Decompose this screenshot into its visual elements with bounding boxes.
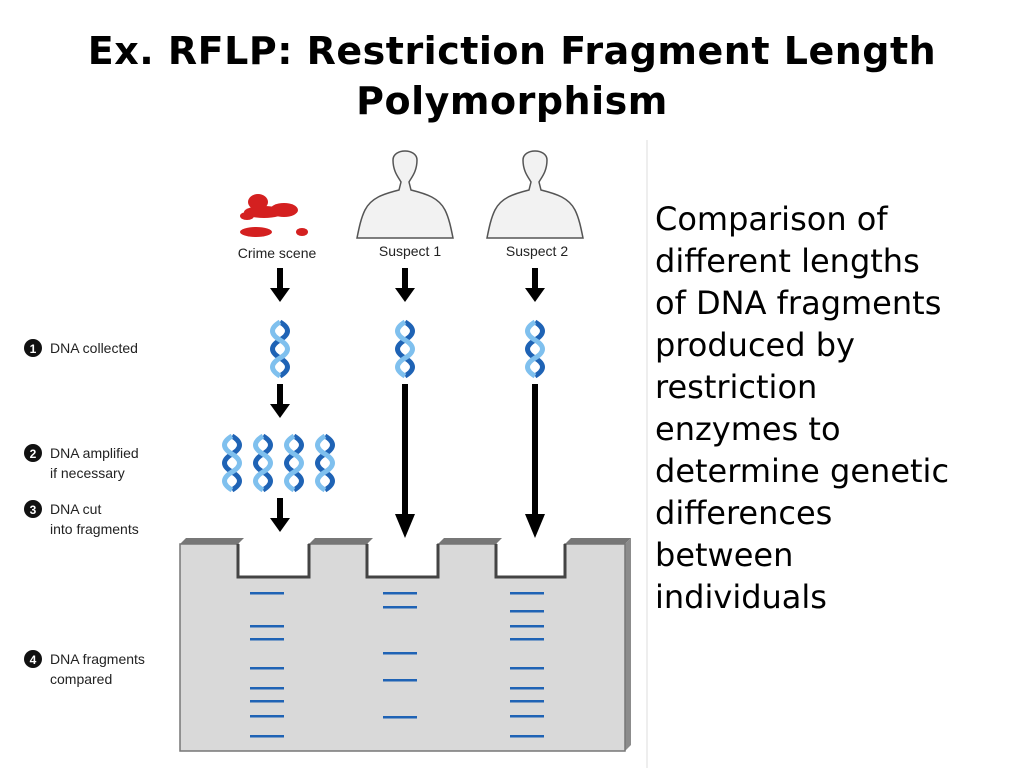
slide-title-line-2: Polymorphism [356,79,668,123]
description-line: Comparison of [655,200,888,238]
arrow-down-icon [525,384,545,538]
step-2: 2 DNA amplified if necessary [24,444,139,481]
person-silhouette-icon [356,150,454,239]
step-number-badge [24,339,42,357]
description-line: between [655,536,794,574]
gel-band [383,679,417,682]
step-number: 4 [30,653,37,667]
gel-band [250,687,284,690]
gel-band [510,715,544,718]
gel-band [250,625,284,628]
step-3: 3 DNA cut into fragments [24,500,139,537]
description-line: different lengths [655,242,920,280]
rflp-diagram: Crime scene Suspect 1 Suspect 2 [24,140,648,768]
description-line: restriction [655,368,818,406]
step-label-line: compared [50,671,112,687]
gel-band [383,652,417,655]
arrow-down-icon [395,384,415,538]
description-line: differences [655,494,833,532]
step-number: 3 [30,503,37,517]
lane-suspect-2-bands [510,592,544,738]
description-line: of DNA fragments [655,284,942,322]
column-label-suspect-2: Suspect 2 [506,243,568,259]
step-number: 2 [30,447,37,461]
gel-band [250,667,284,670]
column-label-crime-scene: Crime scene [238,245,317,261]
step-label-line: if necessary [50,465,125,481]
gel-band [510,687,544,690]
rflp-figure: Crime scene Suspect 1 Suspect 2 [0,140,650,768]
gel-band [383,592,417,595]
arrow-down-icon [270,268,290,302]
gel-band [250,715,284,718]
step-number-badge [24,444,42,462]
gel-band [510,610,544,613]
step-number-badge [24,650,42,668]
dna-helix-icon [318,436,333,490]
description-text: Comparison of different lengths of DNA f… [655,198,1015,618]
gel-band [510,735,544,738]
person-silhouette-icon [486,150,584,239]
arrow-down-icon [395,268,415,302]
gel-band [510,625,544,628]
arrow-down-icon [525,268,545,302]
slide-title-line-1: Ex. RFLP: Restriction Fragment Length [87,29,937,73]
description-line: produced by [655,326,855,364]
dna-helix-icon [398,322,413,376]
gel-band [383,606,417,609]
gel-band [250,700,284,703]
blood-stain-icon [240,194,308,237]
description-line: individuals [655,578,827,616]
column-label-suspect-1: Suspect 1 [379,243,441,259]
gel-band [510,638,544,641]
description-line: enzymes to [655,410,841,448]
step-label-line: into fragments [50,521,139,537]
gel-band [250,638,284,641]
step-label-line: DNA collected [50,340,138,356]
dna-helix-icon [256,436,271,490]
gel-band [510,667,544,670]
dna-helix-icon [528,322,543,376]
dna-helix-icon [225,436,240,490]
description-line: determine genetic [655,452,950,490]
lane-suspect-1-bands [383,592,417,719]
gel-band [250,592,284,595]
step-1: 1 DNA collected [24,339,138,357]
step-number-badge [24,500,42,518]
step-number: 1 [30,342,37,356]
step-label-line: DNA amplified [50,445,139,461]
dna-helix-icon [273,322,288,376]
lane-crime-scene-bands [250,592,284,738]
step-4: 4 DNA fragments compared [24,650,145,687]
gel-band [510,700,544,703]
step-label-line: DNA cut [50,501,101,517]
gel-band [383,716,417,719]
dna-helix-icon [287,436,302,490]
slide-title: Ex. RFLP: Restriction Fragment Length Po… [0,26,1024,126]
arrow-down-icon [270,384,290,418]
arrow-down-icon [270,498,290,532]
step-label-line: DNA fragments [50,651,145,667]
gel-band [510,592,544,595]
gel-band [250,735,284,738]
gel-electrophoresis [179,538,631,752]
